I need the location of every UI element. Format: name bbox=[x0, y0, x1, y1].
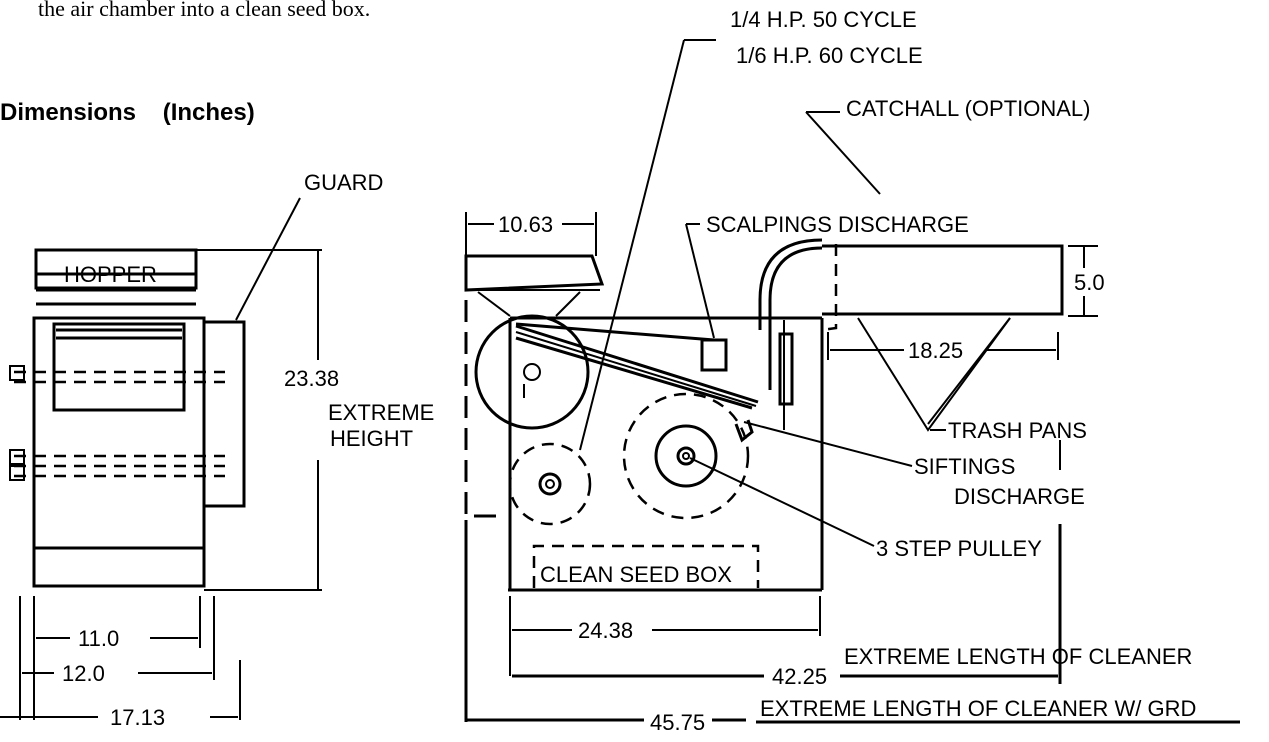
dim-45-75: 45.75 bbox=[650, 710, 705, 735]
front-view bbox=[0, 197, 322, 720]
siftings-label-2: DISCHARGE bbox=[954, 484, 1085, 509]
extreme-height-label-2: HEIGHT bbox=[330, 426, 413, 451]
dim-17-13: 17.13 bbox=[110, 705, 165, 730]
siftings-label-1: SIFTINGS bbox=[914, 454, 1015, 479]
pulley-label: 3 STEP PULLEY bbox=[876, 536, 1042, 561]
hopper-label: HOPPER bbox=[64, 262, 157, 287]
dim-42-25: 42.25 bbox=[772, 664, 827, 689]
dim-18-25: 18.25 bbox=[908, 338, 963, 363]
extreme-length-label: EXTREME LENGTH OF CLEANER bbox=[844, 644, 1192, 669]
scalpings-label: SCALPINGS DISCHARGE bbox=[706, 212, 969, 237]
motor-60-label: 1/6 H.P. 60 CYCLE bbox=[736, 43, 923, 68]
extreme-length-grd-label: EXTREME LENGTH OF CLEANER W/ GRD bbox=[760, 696, 1196, 721]
guard-label: GUARD bbox=[304, 170, 383, 195]
dim-24-38: 24.38 bbox=[578, 618, 633, 643]
extreme-height-label-1: EXTREME bbox=[328, 400, 434, 425]
side-view bbox=[464, 39, 1240, 724]
catchall-label: CATCHALL (OPTIONAL) bbox=[846, 96, 1090, 121]
intro-text: the air chamber into a clean seed box. bbox=[38, 0, 370, 21]
dim-11-0: 11.0 bbox=[78, 626, 119, 651]
section-title: Dimensions (Inches) bbox=[0, 99, 255, 126]
dim-23-38: 23.38 bbox=[284, 366, 339, 391]
clean-seed-box-label: CLEAN SEED BOX bbox=[540, 562, 732, 587]
dim-5-0: 5.0 bbox=[1074, 270, 1105, 295]
dim-10-63: 10.63 bbox=[498, 212, 553, 237]
trash-pans-label: TRASH PANS bbox=[948, 418, 1087, 443]
dim-12-0: 12.0 bbox=[62, 661, 105, 686]
motor-50-label: 1/4 H.P. 50 CYCLE bbox=[730, 7, 917, 32]
